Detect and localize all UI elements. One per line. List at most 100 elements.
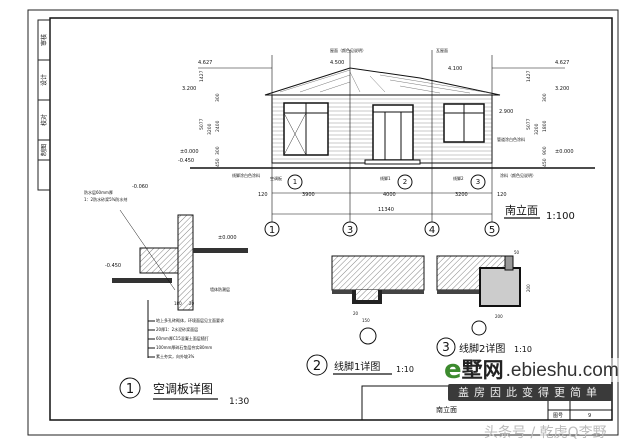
dim-bay-2: 4000 — [383, 192, 396, 198]
left-signature-strip: 审核 设计 校对 制图 — [37, 19, 51, 191]
callout-circle — [397, 174, 413, 190]
entrance-steps — [364, 159, 421, 165]
watermark-slogan: 盖房因此变得更简单 — [448, 384, 612, 401]
vertical-dim: 3200 — [534, 123, 540, 135]
layer-note: 素土夯实，向外坡3% — [156, 353, 195, 359]
detail-number-circle — [306, 354, 328, 376]
axis-bubble — [342, 221, 358, 237]
strip-label: 设计 — [40, 74, 48, 86]
inner-border — [49, 17, 613, 421]
detail-title: 线脚2详图 — [459, 342, 505, 355]
detail-number-circle — [436, 337, 456, 357]
note-trim: 线脚涂白色涂料 — [232, 172, 260, 178]
note-paint: 涂料（颜色见说明） — [500, 172, 536, 178]
vertical-dim: 450 — [215, 158, 221, 167]
dim-bay-3: 3200 — [455, 192, 468, 198]
level: -0.060 — [132, 184, 148, 190]
dim-total: 11340 — [378, 207, 394, 213]
layer-note: 地上多孔砖砌体，环境面层见立面要求 — [156, 317, 224, 323]
roof — [264, 67, 501, 96]
dim: 50 — [514, 250, 520, 255]
note: 防水层60mm厚 — [84, 189, 113, 195]
axis-bubble — [424, 221, 440, 237]
level-floor-right: ±0.000 — [555, 149, 574, 155]
axis-label: 5 — [489, 225, 495, 236]
dim-120-right: 120 — [497, 192, 507, 198]
callout-number: 3 — [476, 178, 480, 186]
level-ridge2: 4.100 — [448, 66, 462, 72]
level-top-left: 4.627 — [198, 60, 212, 66]
axis-bubble — [484, 221, 500, 237]
vertical-dim: 1427 — [199, 70, 205, 82]
entrance-door — [372, 104, 414, 161]
vertical-dim: 300 — [542, 93, 548, 102]
vertical-dim: 300 — [215, 93, 221, 102]
level-eave-right: 3.200 — [555, 86, 569, 92]
dim: 20 — [353, 311, 359, 316]
callout-number: 1 — [293, 178, 297, 186]
axis-label: 4 — [429, 225, 435, 236]
detail-scale: 1:10 — [396, 365, 414, 374]
level-ridge: 4.500 — [330, 60, 344, 66]
level-ground: -0.450 — [178, 158, 194, 164]
elevation-scale: 1:100 — [546, 211, 575, 222]
callout-circle — [287, 174, 303, 190]
detail-title: 空调板详图 — [153, 381, 213, 396]
callout-label: 线脚1 — [380, 175, 391, 181]
sheet-label: 图号 — [553, 413, 563, 419]
vertical-dim: 5077 — [199, 118, 205, 130]
drawing-name: 南立面 — [436, 405, 457, 414]
note-roof: 屋面（颜色见说明） — [330, 47, 366, 53]
watermark-source: 头条号 / 乾虎Q李野 — [484, 425, 607, 441]
callout-number: 2 — [403, 178, 407, 186]
note-pipe: 管道涂白色涂料 — [497, 136, 525, 142]
vertical-dim: 900 — [542, 146, 548, 155]
dim-120-left: 120 — [258, 192, 268, 198]
axis-label: 1 — [269, 225, 275, 236]
detail-3-trim: 50 200 200 3 线脚2详图 1:10 — [436, 250, 532, 357]
callout-label: 线脚2 — [453, 175, 464, 181]
outer-border — [27, 9, 619, 436]
logo-e: e — [444, 355, 462, 385]
detail-title: 线脚1详图 — [334, 360, 380, 373]
axis-label: 3 — [347, 225, 353, 236]
callout-label: 空调板 — [270, 175, 282, 181]
elevation-title: 南立面 — [505, 203, 538, 217]
vertical-dim: 2400 — [215, 120, 221, 132]
logo-cn: 墅网 — [461, 358, 504, 382]
sheet-no: 9 — [588, 413, 591, 419]
detail-2-trim: 20 150 2 线脚1详图 1:10 — [306, 255, 425, 376]
dim: 20 — [189, 301, 195, 306]
watermark-logo: e 墅网 .ebieshu.com — [444, 355, 619, 385]
layer-note: 20厚1：2水泥砂浆面层 — [156, 326, 198, 332]
logo-url: .ebieshu.com — [505, 360, 619, 381]
dim: 200 — [526, 284, 531, 292]
detail-number-circle — [119, 377, 141, 399]
vertical-dim: 3200 — [207, 123, 213, 135]
strip-label: 审核 — [40, 34, 48, 46]
strip-label: 制图 — [40, 144, 48, 156]
detail-scale: 1:10 — [514, 345, 532, 354]
level-top-right: 4.627 — [555, 60, 569, 66]
level-eave-left: 3.200 — [182, 86, 196, 92]
side-note: 墙体防潮层 — [210, 286, 230, 292]
layer-note: 100mm厚碎石垫层夯实80mm — [156, 344, 212, 350]
detail-scale: 1:30 — [229, 397, 249, 407]
dim: 150 — [362, 318, 370, 323]
detail-1-ac-slab: 防水层60mm厚 1：2防水砂浆5%防水剂 -0.060 ±0.000 -0.4… — [84, 184, 249, 407]
vertical-dim: 1800 — [542, 120, 548, 132]
level: -0.450 — [105, 263, 121, 269]
south-elevation: 4.627 4.627 3.200 3.200 4.500 4.100 ±0.0… — [178, 47, 595, 237]
layer-note: 60mm厚C15混凝土面层随打 — [156, 335, 209, 341]
detail-number: 2 — [313, 359, 321, 374]
detail-number: 3 — [442, 340, 450, 354]
vertical-dim: 1427 — [526, 70, 532, 82]
detail-number: 1 — [126, 382, 134, 397]
vertical-dim: 300 — [215, 146, 221, 155]
strip-label: 校对 — [40, 114, 48, 126]
vertical-dim: 450 — [542, 158, 548, 167]
note-tile-roof: 瓦屋面 — [436, 47, 448, 53]
axis-bubble — [264, 221, 280, 237]
level: ±0.000 — [218, 235, 237, 241]
